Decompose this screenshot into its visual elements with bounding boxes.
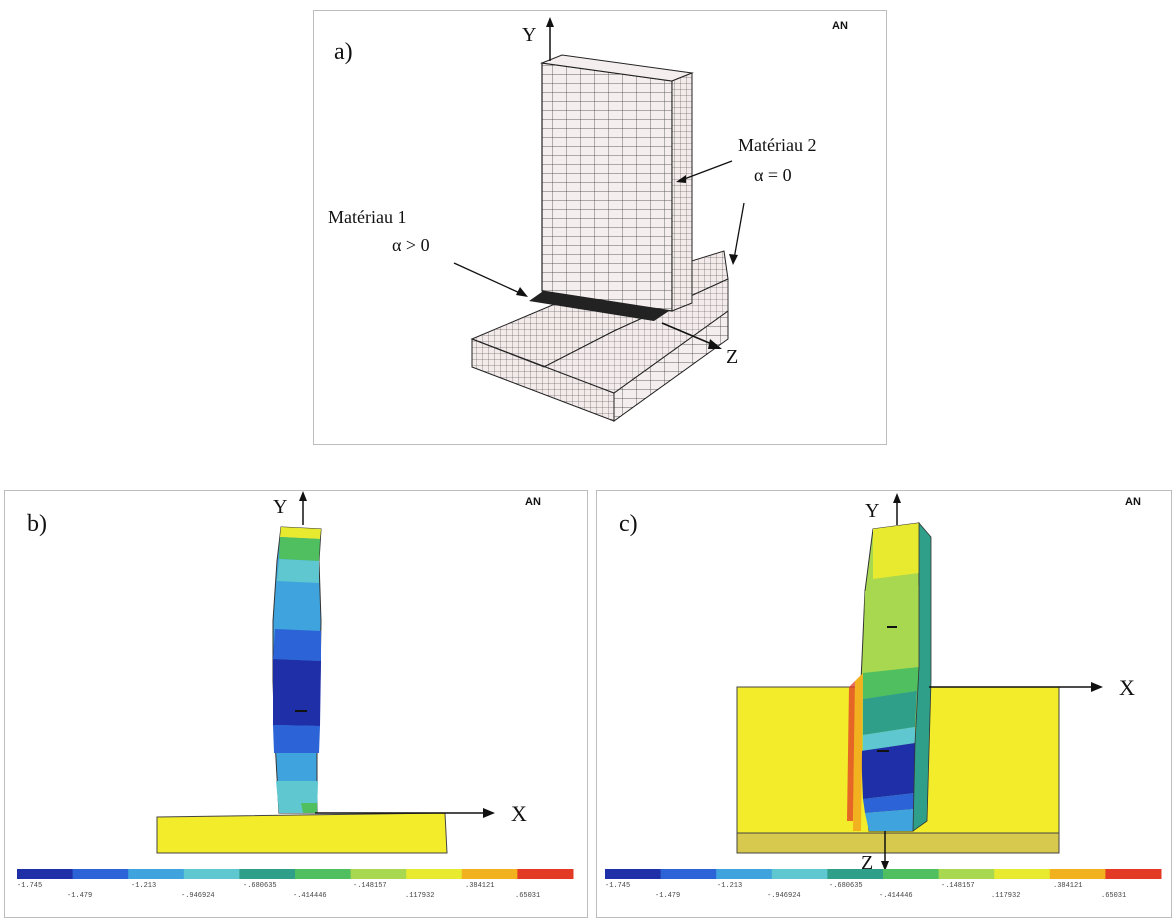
material-1-label: Matériau 1	[328, 207, 406, 227]
colorbar-segment	[350, 869, 407, 879]
colorbar-tick: .384121	[1053, 882, 1082, 890]
vertical-plate	[847, 521, 932, 832]
colorbar-tick: -1.745	[605, 882, 630, 890]
panel-b-letter: b)	[27, 511, 47, 537]
colorbar-tick: .65031	[515, 892, 540, 900]
colorbar-segment	[938, 869, 995, 879]
colorbar-tick: -1.745	[17, 882, 42, 890]
panel-c-figure: c) AN Y X Z -1.745 -1.213 -.680635 -.148…	[605, 493, 1162, 900]
colorbar-tick: -.148157	[941, 882, 975, 890]
axis-x-label: X	[1119, 675, 1135, 700]
ansys-logo: AN	[832, 20, 848, 32]
colorbar-segment	[1105, 869, 1162, 879]
axis-z-label: Z	[861, 852, 873, 874]
vertical-plate-side	[671, 72, 693, 312]
colorbar-tick: -1.479	[67, 892, 92, 900]
vertical-plate-front	[541, 62, 673, 312]
colorbar-tick: -1.213	[131, 882, 156, 890]
colorbar-segment	[239, 869, 296, 879]
colorbar-segment	[994, 869, 1051, 879]
material-2-label: Matériau 2	[738, 135, 816, 155]
colorbar-tick: .65031	[1101, 892, 1126, 900]
colorbar-tick: -.148157	[353, 882, 387, 890]
alpha-2-label: α = 0	[754, 165, 792, 185]
colorbar-segment	[716, 869, 773, 879]
colorbar-tick: -.946924	[181, 892, 215, 900]
colorbar-segment	[660, 869, 717, 879]
ansys-logo: AN	[1125, 496, 1141, 508]
colorbar-segment	[461, 869, 518, 879]
colorbar-segment	[1049, 869, 1106, 879]
colorbar-segment	[406, 869, 463, 879]
panel-c-letter: c)	[619, 511, 638, 537]
colorbar-segment	[72, 869, 129, 879]
axis-x-label: X	[511, 801, 527, 826]
colorbar-tick: -.414446	[879, 892, 913, 900]
colorbar-segment	[517, 869, 574, 879]
axis-y-label: Y	[522, 24, 536, 46]
base-plate	[156, 812, 448, 854]
colorbar	[17, 869, 574, 879]
colorbar-tick: .117932	[405, 892, 434, 900]
panel-c: c) AN Y X Z -1.745 -1.213 -.680635 -.148…	[596, 490, 1172, 918]
colorbar-tick: -.946924	[767, 892, 801, 900]
panel-b-figure: b) AN Y X -1.745 -1.213 -.680635 -.14815…	[17, 491, 574, 900]
colorbar-segment	[295, 869, 352, 879]
colorbar-segment	[183, 869, 240, 879]
colorbar-segment	[128, 869, 185, 879]
colorbar-tick: .384121	[465, 882, 494, 890]
weld-zone	[529, 287, 672, 321]
colorbar-tick: .117932	[991, 892, 1020, 900]
panel-a-letter: a)	[334, 39, 353, 65]
colorbar-segment	[771, 869, 828, 879]
colorbar-segment	[883, 869, 940, 879]
ansys-logo: AN	[525, 496, 541, 508]
colorbar-tick: -1.213	[717, 882, 742, 890]
colorbar	[605, 869, 1162, 879]
colorbar-tick: -.680635	[829, 882, 863, 890]
vertical-plate	[272, 526, 322, 814]
colorbar-tick: -.680635	[243, 882, 277, 890]
panel-a: a) AN Y Z Matériau 2 α = 0 Matériau 1 α …	[313, 10, 887, 445]
axis-y-label: Y	[865, 500, 879, 522]
colorbar-segment	[17, 869, 74, 879]
colorbar-segment	[605, 869, 662, 879]
axis-y-label: Y	[273, 496, 287, 518]
colorbar-tick: -1.479	[655, 892, 680, 900]
panel-a-figure: a) AN Y Z Matériau 2 α = 0 Matériau 1 α …	[328, 17, 848, 422]
panel-b: b) AN Y X -1.745 -1.213 -.680635 -.14815…	[4, 490, 588, 918]
colorbar-tick: -.414446	[293, 892, 327, 900]
alpha-1-label: α > 0	[392, 235, 430, 255]
axis-z-arrow	[661, 322, 715, 346]
colorbar-segment	[827, 869, 884, 879]
axis-z-label: Z	[726, 346, 738, 368]
